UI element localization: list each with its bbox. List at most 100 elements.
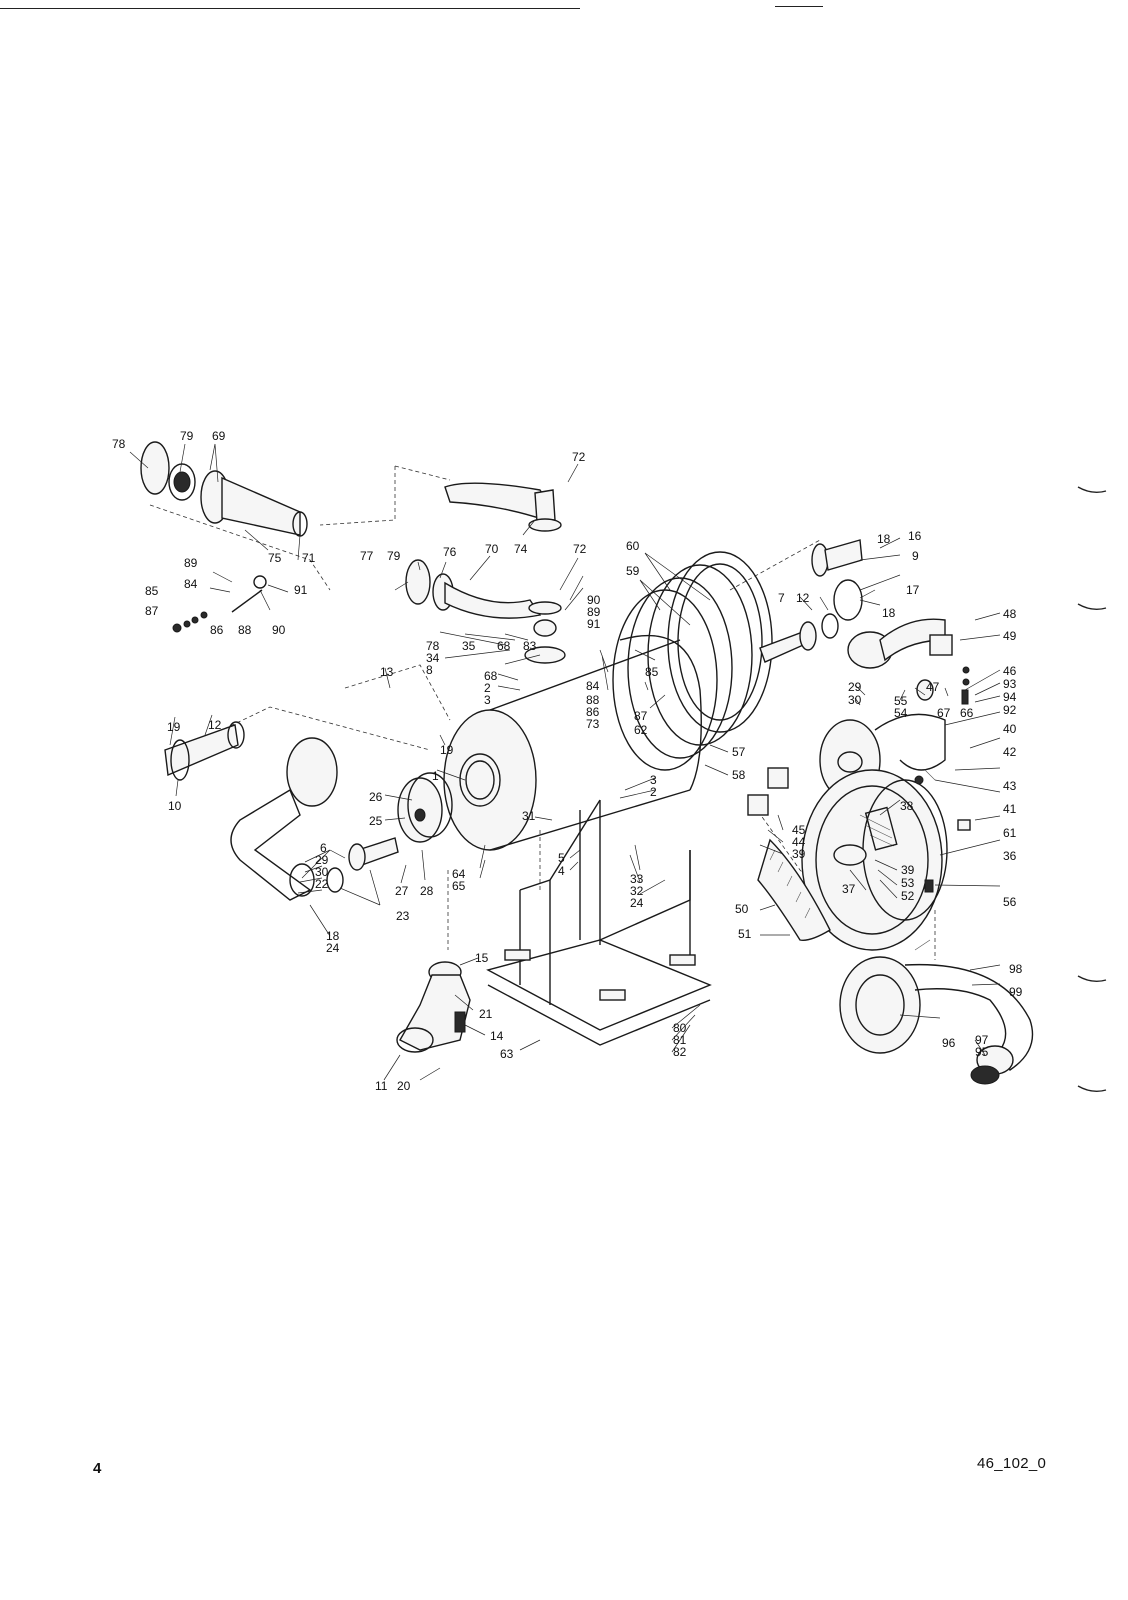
callout-label: 44 <box>792 835 806 849</box>
callout-label: 72 <box>572 450 586 464</box>
callout-label: 35 <box>462 639 476 653</box>
callout-label: 47 <box>926 680 940 694</box>
callout-label: 28 <box>420 884 434 898</box>
callout-label: 55 <box>894 694 908 708</box>
callout-label: 96 <box>942 1036 956 1050</box>
callout-label: 92 <box>1003 703 1017 717</box>
callout-label: 24 <box>630 896 644 910</box>
callout-label: 54 <box>894 706 908 720</box>
callout-label: 87 <box>634 709 648 723</box>
callout-label: 33 <box>630 872 644 886</box>
callout-label: 19 <box>440 743 454 757</box>
callout-label: 18 <box>882 606 896 620</box>
callout-label: 63 <box>500 1047 514 1061</box>
callout-label: 68 <box>484 669 498 683</box>
callout-label: 29 <box>848 680 862 694</box>
callout-label: 22 <box>315 877 329 891</box>
callout-label: 71 <box>302 551 316 565</box>
callout-label: 39 <box>901 863 915 877</box>
callout-label: 12 <box>208 718 222 732</box>
callout-label: 31 <box>522 809 536 823</box>
callout-label: 72 <box>573 542 587 556</box>
callout-labels: 78 79 69 72 75 71 74 77 79 76 70 72 60 5… <box>112 429 1023 1093</box>
callout-label: 84 <box>184 577 198 591</box>
callout-label: 59 <box>626 564 640 578</box>
callout-label: 65 <box>452 879 466 893</box>
callout-label: 70 <box>485 542 499 556</box>
callout-label: 24 <box>326 941 340 955</box>
callout-label: 73 <box>586 717 600 731</box>
callout-label: 9 <box>912 549 919 563</box>
callout-label: 50 <box>735 902 749 916</box>
callout-label: 38 <box>900 799 914 813</box>
callout-label: 79 <box>387 549 401 563</box>
callout-label: 83 <box>523 639 537 653</box>
callout-label: 57 <box>732 745 746 759</box>
callout-label: 81 <box>673 1033 687 1047</box>
callout-label: 78 <box>426 639 440 653</box>
callout-label: 20 <box>397 1079 411 1093</box>
callout-label: 99 <box>1009 985 1023 999</box>
callout-label: 77 <box>360 549 374 563</box>
callout-label: 98 <box>1009 962 1023 976</box>
callout-label: 17 <box>906 583 920 597</box>
callout-label: 91 <box>587 617 601 631</box>
callout-label: 52 <box>901 889 915 903</box>
callout-label: 41 <box>1003 802 1017 816</box>
callout-label: 6 <box>320 841 327 855</box>
callout-label: 34 <box>426 651 440 665</box>
reference-code: 46_102_0 <box>977 1455 1047 1472</box>
callout-label: 94 <box>1003 690 1017 704</box>
callout-label: 89 <box>184 556 198 570</box>
callout-label: 19 <box>167 720 181 734</box>
callout-label: 56 <box>1003 895 1017 909</box>
callout-label: 75 <box>268 551 282 565</box>
callout-label: 49 <box>1003 629 1017 643</box>
callout-label: 64 <box>452 867 466 881</box>
top-rule-left <box>0 8 580 9</box>
callout-label: 85 <box>645 665 659 679</box>
callout-label: 5 <box>558 851 565 865</box>
callout-label: 8 <box>426 663 433 677</box>
callout-label: 3 <box>650 773 657 787</box>
callout-label: 2 <box>484 681 491 695</box>
callout-label: 69 <box>212 429 226 443</box>
callout-label: 42 <box>1003 745 1017 759</box>
callout-label: 91 <box>294 583 308 597</box>
callout-label: 87 <box>145 604 159 618</box>
callout-label: 88 <box>586 693 600 707</box>
callout-label: 84 <box>586 679 600 693</box>
callout-label: 39 <box>792 847 806 861</box>
callout-label: 90 <box>272 623 286 637</box>
callout-label: 67 <box>937 706 951 720</box>
callout-label: 18 <box>326 929 340 943</box>
callout-label: 27 <box>395 884 409 898</box>
callout-label: 32 <box>630 884 644 898</box>
callout-label: 86 <box>586 705 600 719</box>
page-number: 4 <box>93 1460 102 1477</box>
callout-label: 45 <box>792 823 806 837</box>
callout-label: 60 <box>626 539 640 553</box>
callout-label: 95 <box>975 1045 989 1059</box>
callout-label: 46 <box>1003 664 1017 678</box>
callout-label: 15 <box>475 951 489 965</box>
callout-label: 74 <box>514 542 528 556</box>
top-rule-right <box>775 6 823 7</box>
callout-label: 7 <box>778 591 785 605</box>
callout-label: 51 <box>738 927 752 941</box>
callout-label: 37 <box>842 882 856 896</box>
callout-label: 78 <box>112 437 126 451</box>
callout-label: 13 <box>380 665 394 679</box>
callout-label: 85 <box>145 584 159 598</box>
callout-label: 25 <box>369 814 383 828</box>
callout-label: 10 <box>168 799 182 813</box>
callout-label: 3 <box>484 693 491 707</box>
callout-label: 40 <box>1003 722 1017 736</box>
callout-label: 16 <box>908 529 922 543</box>
callout-label: 2 <box>650 785 657 799</box>
callout-label: 11 <box>375 1079 388 1093</box>
callout-label: 53 <box>901 876 915 890</box>
callout-label: 58 <box>732 768 746 782</box>
